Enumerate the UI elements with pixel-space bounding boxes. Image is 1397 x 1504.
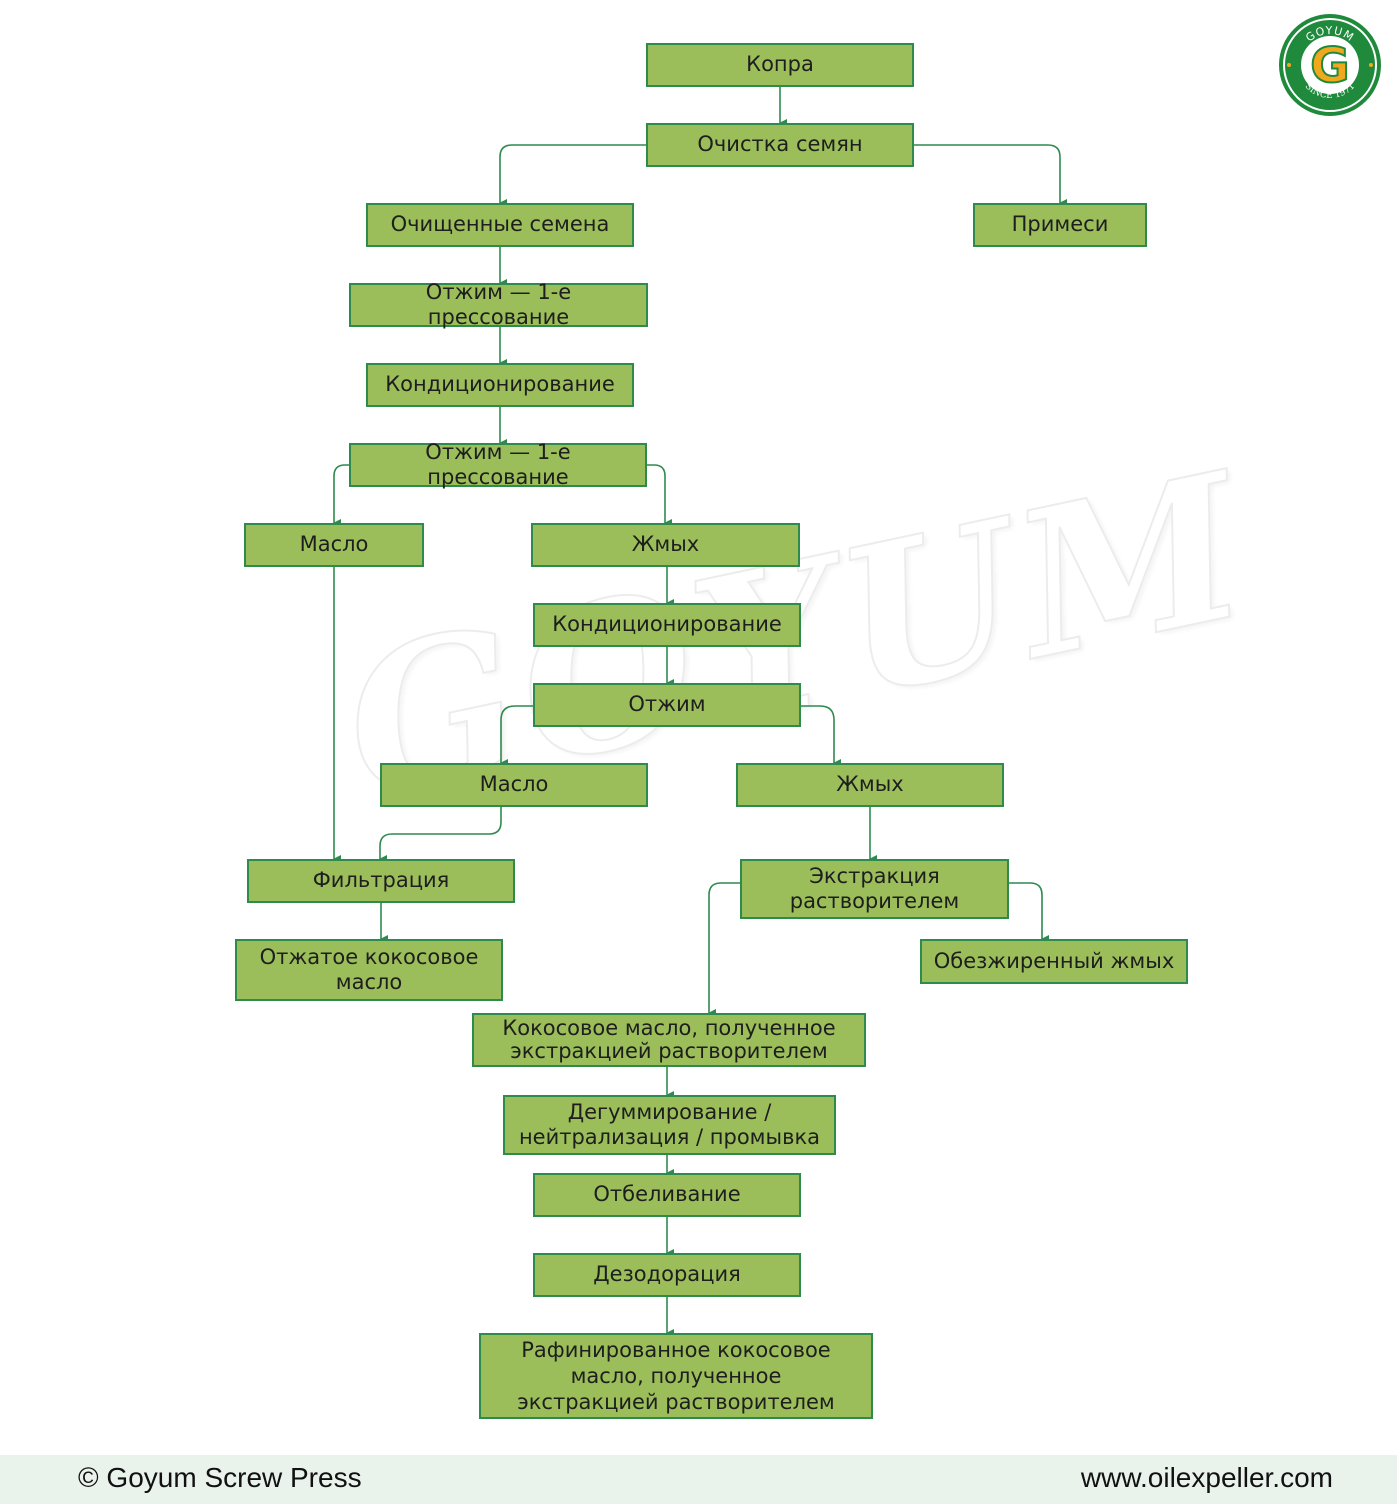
arrow-ochistka-to-ochishchennye <box>499 144 646 207</box>
node-otbelivanie-label: Отбеливание <box>593 1182 741 1207</box>
node-ochishchennye-semena-label: Очищенные семена <box>390 212 610 237</box>
node-otzhim-2-label: Отжим — 1-е прессование <box>425 439 571 489</box>
node-zhmykh-2-label: Жмых <box>836 772 904 797</box>
node-primesi: Примеси <box>973 203 1147 247</box>
node-maslo-2: Масло <box>380 763 648 807</box>
node-ekstrakciya-rastvoritelem: Экстракция растворителем <box>740 859 1009 919</box>
node-obezzhirennyi-zhmykh: Обезжиренный жмых <box>920 939 1188 984</box>
node-dezodoraciya: Дезодорация <box>533 1253 801 1297</box>
goyum-logo: GOYUM SINCE 1971 G <box>1279 14 1381 116</box>
footer-website-link[interactable]: www.oilexpeller.com <box>1080 1462 1333 1493</box>
node-rafinirovannoe-line-2: масло, полученное <box>570 1363 782 1388</box>
connector-lines <box>333 87 1067 1337</box>
node-obezzhirennyi-zhmykh-label: Обезжиренный жмых <box>933 948 1175 973</box>
footer-copyright: © Goyum Screw Press <box>78 1462 362 1493</box>
node-ekstrakciya-line-1: Экстракция <box>809 863 940 888</box>
node-maslo-2-label: Масло <box>479 772 549 797</box>
arrow-maslo2-to-filtraciya <box>379 807 502 863</box>
node-dezodoraciya-label: Дезодорация <box>593 1262 741 1287</box>
node-kondicionirovanie-1: Кондиционирование <box>366 363 634 407</box>
node-filtraciya-label: Фильтрация <box>312 868 450 893</box>
node-otzhim-3-label: Отжим <box>628 692 706 717</box>
node-maslo-1: Масло <box>244 523 424 567</box>
node-filtraciya: Фильтрация <box>247 859 515 903</box>
logo-top-text: GOYUM <box>1303 24 1356 44</box>
arrow-otzhim3-to-maslo2 <box>500 705 533 767</box>
footer-bar: © Goyum Screw Press www.oilexpeller.com <box>0 1455 1397 1504</box>
node-kokosovoe-maslo-ekstrakciya: Кокосовое масло, полученное экстракцией … <box>472 1013 866 1067</box>
node-kondicionirovanie-2: Кондиционирование <box>533 603 801 647</box>
node-degummirovanie-line-2: нейтрализация / промывка <box>518 1125 821 1149</box>
node-degummirovanie: Дегуммирование / нейтрализация / промывк… <box>503 1095 836 1155</box>
node-kondicionirovanie-1-label: Кондиционирование <box>385 372 615 397</box>
node-ochishchennye-semena: Очищенные семена <box>366 203 634 247</box>
node-ochistka-semyan-label: Очистка семян <box>697 132 863 157</box>
node-otzhatoe-line-1: Отжатое кокосовое <box>259 944 479 969</box>
arrow-otzhim2-to-maslo1 <box>333 464 349 527</box>
arrow-ochistka-to-primesi <box>914 144 1067 207</box>
node-kokosovoe-line-1: Кокосовое масло, полученное <box>502 1015 836 1040</box>
node-otzhatoe-kokosovoe-maslo: Отжатое кокосовое масло <box>235 939 503 1001</box>
arrow-otzhim3-to-zhmykh2 <box>801 705 841 767</box>
node-zhmykh-1: Жмых <box>531 523 800 567</box>
node-kopra: Копра <box>646 43 914 87</box>
node-rafinirovannoe-line-1: Рафинированное кокосовое <box>521 1337 831 1362</box>
node-otzhim-1-label: Отжим — 1-е прессование <box>425 279 572 329</box>
node-primesi-label: Примеси <box>1011 212 1109 237</box>
node-zhmykh-1-label: Жмых <box>631 532 700 557</box>
node-rafinirovannoe-kokosovoe-maslo: Рафинированное кокосовое масло, полученн… <box>479 1333 873 1419</box>
logo-letter: G <box>1310 38 1349 94</box>
node-rafinirovannoe-line-3: экстракцией растворителем <box>517 1390 835 1415</box>
node-otbelivanie: Отбеливание <box>533 1173 801 1217</box>
node-degummirovanie-line-1: Дегуммирование / <box>567 1099 772 1124</box>
node-otzhatoe-line-2: масло <box>335 970 403 994</box>
node-maslo-1-label: Масло <box>299 532 369 557</box>
arrow-otzhim2-to-zhmykh1 <box>647 464 672 527</box>
node-ekstrakciya-line-2: растворителем <box>789 889 960 913</box>
node-kokosovoe-line-2: экстракцией растворителем <box>510 1039 828 1063</box>
node-otzhim-1: Отжим — 1-е прессование <box>349 279 648 329</box>
node-kopra-label: Копра <box>746 52 814 77</box>
node-zhmykh-2: Жмых <box>736 763 1004 807</box>
node-ochistka-semyan: Очистка семян <box>646 123 914 167</box>
coconut-oil-process-flowchart: GOYUM <box>235 14 1381 1419</box>
node-otzhim-2: Отжим — 1-е прессование <box>349 439 647 489</box>
arrow-ekstrakciya-to-kokosovoe <box>708 882 740 1017</box>
arrow-ekstrakciya-to-obezzhirennyi <box>1009 882 1049 943</box>
node-otzhim-3: Отжим <box>533 683 801 727</box>
node-kondicionirovanie-2-label: Кондиционирование <box>552 612 782 637</box>
